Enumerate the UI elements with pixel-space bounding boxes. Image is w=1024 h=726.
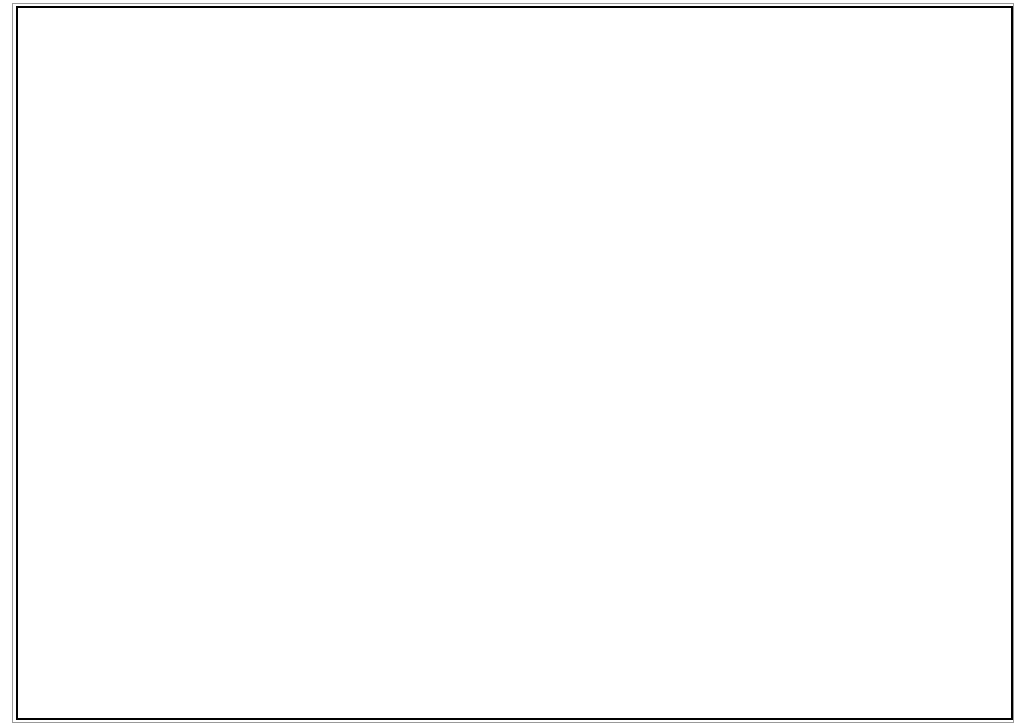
outer-margin [12, 3, 1014, 723]
drawing-frame [16, 6, 1013, 720]
